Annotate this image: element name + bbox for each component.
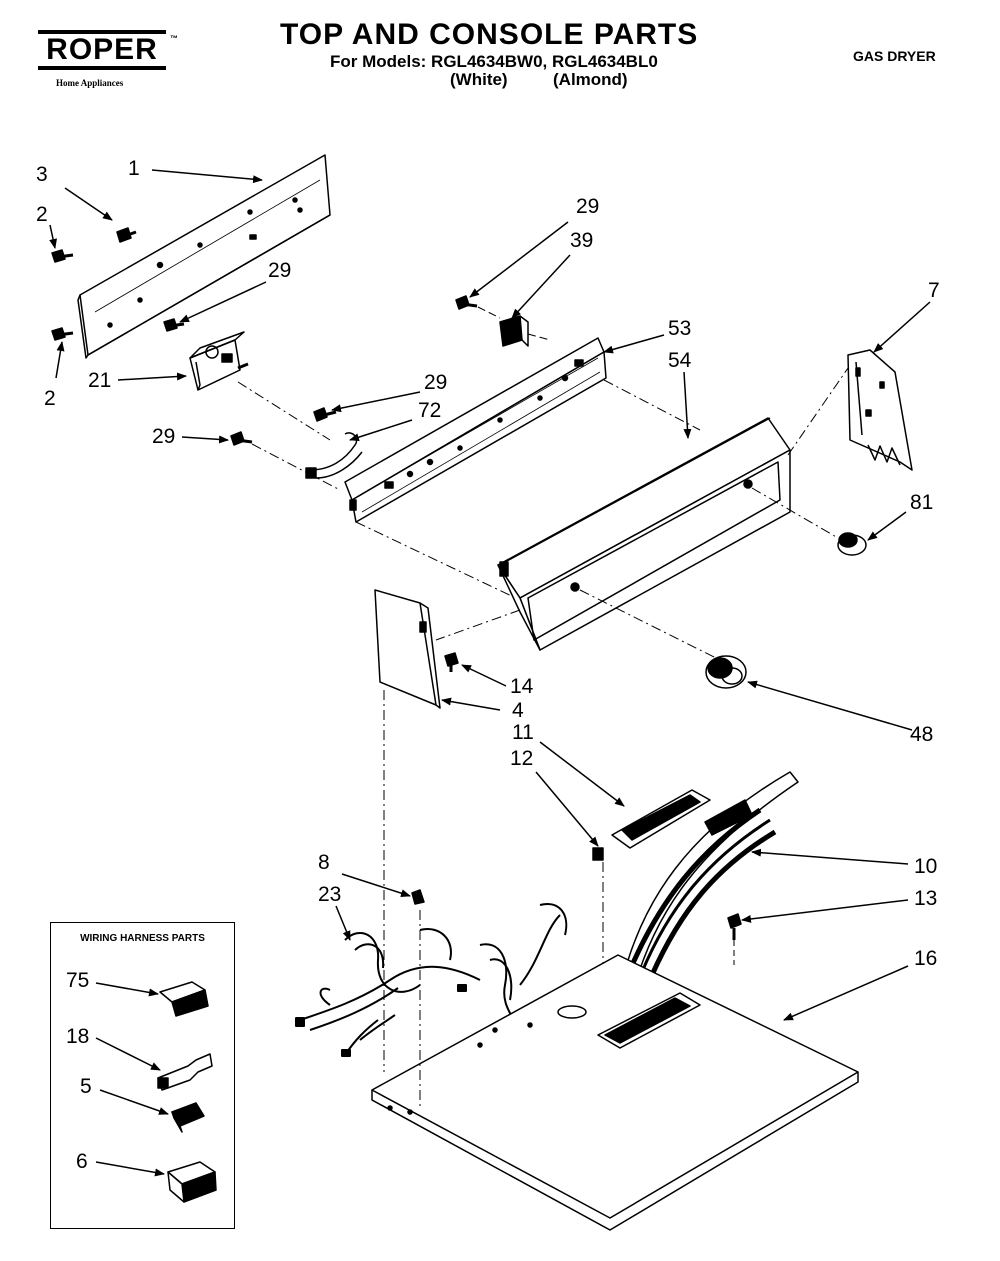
- part-label-48: 48: [910, 723, 934, 746]
- brand-logo: ROPER: [46, 33, 158, 66]
- bracket-clip-part: [499, 315, 551, 347]
- connector-6-part: [167, 1161, 217, 1203]
- screw-icon: [444, 652, 459, 672]
- brand-trademark: ™: [170, 34, 178, 43]
- part-label-12: 12: [510, 747, 534, 770]
- rear-control-panel-part: [77, 154, 331, 359]
- part-label-29: 29: [576, 195, 600, 218]
- side-panel-part: [374, 589, 441, 709]
- part-label-75: 75: [66, 969, 90, 992]
- connector-75-part: [159, 981, 209, 1017]
- knob-part: [837, 532, 867, 556]
- screw-icon: [313, 407, 337, 422]
- part-label-7: 7: [928, 279, 940, 302]
- part-label-1: 1: [128, 157, 140, 180]
- timer-part: [189, 331, 249, 391]
- console-part: [497, 417, 791, 651]
- part-label-53: 53: [668, 317, 692, 340]
- model-numbers: For Models: RGL4634BW0, RGL4634BL0: [330, 52, 658, 71]
- part-label-6: 6: [76, 1150, 88, 1173]
- brand-subtitle: Home Appliances: [56, 78, 124, 88]
- screw-icon: [116, 227, 137, 243]
- part-label-81: 81: [910, 491, 934, 514]
- terminal-18-part: [157, 1053, 213, 1091]
- screw-icon: [51, 249, 74, 263]
- wiring-harness-title: WIRING HARNESS PARTS: [80, 933, 205, 944]
- page-title: TOP AND CONSOLE PARTS: [280, 18, 699, 51]
- leader-lines: [49, 169, 931, 1177]
- part-label-16: 16: [914, 947, 938, 970]
- part-label-10: 10: [914, 855, 938, 878]
- product-type: GAS DRYER: [853, 48, 936, 64]
- part-label-2: 2: [36, 203, 48, 226]
- console-bracket-part: [344, 337, 607, 523]
- main-wiring-harness-part: [295, 903, 568, 1057]
- part-label-21: 21: [88, 369, 112, 392]
- part-label-39: 39: [570, 229, 594, 252]
- part-label-13: 13: [914, 887, 938, 910]
- brand-logo-frame: [38, 30, 166, 70]
- part-label-5: 5: [80, 1075, 92, 1098]
- wire-harness-part: [305, 432, 363, 479]
- connector-5-part: [171, 1102, 205, 1133]
- color-white-label: (White): [450, 70, 508, 89]
- wiring-harness-inset: [50, 922, 235, 1229]
- screw-icon: [51, 327, 74, 341]
- part-label-14: 14: [510, 675, 534, 698]
- screw-icon: [163, 318, 185, 332]
- screw-icon: [727, 913, 742, 940]
- color-almond-label: (Almond): [553, 70, 628, 89]
- screw-icon: [230, 431, 253, 446]
- knob-part: [705, 655, 747, 689]
- part-label-29: 29: [152, 425, 176, 448]
- part-label-8: 8: [318, 851, 330, 874]
- part-label-72: 72: [418, 399, 442, 422]
- clip-part: [411, 889, 425, 905]
- part-label-3: 3: [36, 163, 48, 186]
- part-label-29: 29: [268, 259, 292, 282]
- part-label-54: 54: [668, 349, 692, 372]
- top-panel-part: [371, 954, 859, 1231]
- screw-icon: [455, 295, 478, 310]
- bracket-part: [611, 789, 711, 849]
- console-end-cap-part: [847, 349, 913, 471]
- part-label-18: 18: [66, 1025, 90, 1048]
- clip-part: [592, 847, 604, 861]
- wiring-shield-part: [619, 771, 799, 996]
- part-label-11: 11: [512, 721, 534, 744]
- part-label-29: 29: [424, 371, 448, 394]
- part-label-23: 23: [318, 883, 342, 906]
- part-label-2: 2: [44, 387, 56, 410]
- part-label-4: 4: [512, 699, 524, 722]
